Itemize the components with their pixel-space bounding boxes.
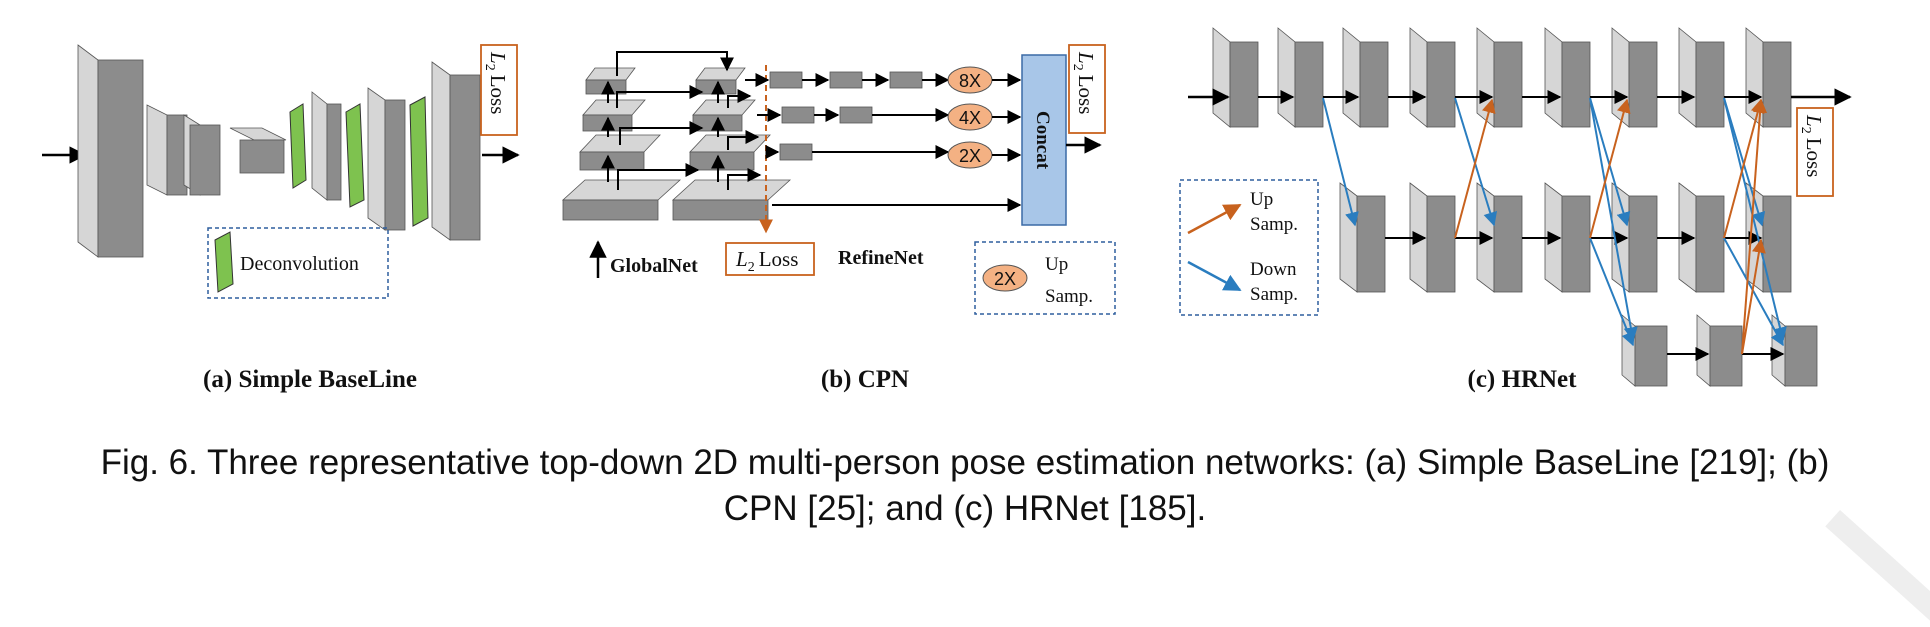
- globalnet-slab: [585, 67, 636, 95]
- refine-block: [829, 71, 863, 89]
- globalnet-slab: [689, 134, 771, 171]
- refinenet-label: RefineNet: [838, 247, 924, 269]
- legend-badge-label: 2X: [994, 269, 1016, 289]
- refine-block: [781, 106, 815, 124]
- panel-a-simple-baseline: L2Loss Deconvolution (a) Simple BaseLine: [42, 44, 520, 393]
- caption-line: Fig. 6. Three representative top-down 2D…: [100, 443, 1830, 482]
- hrnet-block: [1745, 182, 1792, 293]
- legend-label: Up: [1250, 189, 1273, 210]
- hrnet-block: [1339, 182, 1386, 293]
- hrnet-block: [1678, 182, 1725, 293]
- legend-label: Deconvolution: [240, 253, 359, 275]
- downsample-legend-arrow: [1187, 260, 1242, 292]
- legend-box: [1179, 179, 1319, 316]
- legend-label: Samp.: [1250, 214, 1298, 235]
- legend-badge: [982, 264, 1028, 292]
- globalnet-slab: [671, 179, 792, 221]
- hrnet-block: [1409, 27, 1456, 128]
- loss-box: [480, 44, 518, 136]
- hrnet-block: [1342, 27, 1389, 128]
- globalnet-slab: [561, 179, 682, 221]
- skip-arrow: [727, 168, 762, 190]
- legend-label: Samp.: [1250, 284, 1298, 305]
- upsample-badge-label: 8X: [959, 71, 981, 91]
- legend-box: [974, 241, 1116, 315]
- conv-block: [229, 127, 287, 174]
- hrnet-block: [1277, 27, 1324, 128]
- upsample-badge-label: 4X: [959, 108, 981, 128]
- panel-c-hrnet: L2Loss Up Samp. Down Samp. (c) HRNet: [1179, 27, 1852, 393]
- figure-caption: Fig. 6. Three representative top-down 2D…: [0, 440, 1930, 532]
- upsample-arrow: [1741, 98, 1768, 355]
- legend-label: Up: [1045, 254, 1068, 275]
- conv-block: [367, 87, 406, 231]
- upsample-legend-arrow: [1187, 203, 1242, 235]
- loss-label: L2Loss: [1798, 114, 1826, 177]
- downsample-arrow: [1723, 97, 1787, 342]
- panel-caption: (b) CPN: [821, 366, 909, 393]
- deconv-layer: [345, 103, 365, 208]
- hrnet-block: [1544, 27, 1591, 128]
- loss-box: [1796, 107, 1834, 197]
- skip-arrow: [727, 130, 760, 150]
- deconv-legend-swatch: [214, 231, 234, 293]
- upsample-arrow: [1454, 98, 1496, 239]
- conv-block: [431, 61, 481, 241]
- loss-label: L2Loss: [1070, 51, 1098, 114]
- upsample-arrow: [1589, 98, 1631, 239]
- legend-box: [207, 227, 389, 299]
- panel-caption: (a) Simple BaseLine: [203, 366, 417, 393]
- loss-box: [1068, 44, 1106, 134]
- globalnet-slab: [582, 99, 646, 132]
- upsample-badge-label: 2X: [959, 146, 981, 166]
- conv-block: [311, 91, 342, 201]
- refine-block: [779, 143, 813, 161]
- deconv-layer: [409, 96, 429, 227]
- hrnet-block: [1476, 27, 1523, 128]
- skip-arrow: [616, 51, 734, 76]
- skip-arrow: [617, 163, 700, 190]
- hrnet-block: [1611, 27, 1658, 128]
- loss-box: [725, 242, 815, 276]
- figure-canvas: L2Loss Deconvolution (a) Simple BaseLine: [42, 27, 1852, 393]
- downsample-arrow: [1723, 237, 1784, 347]
- conv-block: [183, 114, 221, 196]
- downsample-arrow: [1589, 97, 1638, 342]
- concat-label: Concat: [1032, 111, 1053, 170]
- legend-label: Samp.: [1045, 286, 1093, 307]
- refine-block: [839, 106, 873, 124]
- hrnet-block: [1745, 27, 1792, 128]
- hrnet-block: [1696, 314, 1743, 387]
- conv-block: [77, 44, 144, 258]
- skip-arrow: [727, 89, 752, 108]
- caption-line: CPN [25]; and (c) HRNet [185].: [723, 489, 1207, 528]
- upsample-arrow: [1723, 98, 1765, 239]
- downsample-arrow: [1322, 97, 1359, 227]
- legend-label: Down: [1250, 259, 1297, 280]
- skip-arrow: [616, 85, 704, 108]
- refine-block: [889, 71, 923, 89]
- upsample-arrow: [1741, 238, 1766, 355]
- globalnet-slab: [692, 99, 756, 132]
- downsample-arrow: [1723, 97, 1766, 227]
- refine-block: [769, 71, 803, 89]
- loss-label: L2Loss: [482, 51, 510, 114]
- globalnet-label: GlobalNet: [610, 255, 698, 277]
- downsample-arrow: [1589, 97, 1631, 227]
- hrnet-block: [1621, 314, 1668, 387]
- panel-caption: (c) HRNet: [1468, 366, 1578, 393]
- hrnet-block: [1678, 27, 1725, 128]
- hrnet-block: [1212, 27, 1259, 128]
- skip-arrow: [619, 121, 704, 145]
- deconv-layer: [289, 103, 307, 189]
- concat-block: [1021, 54, 1067, 226]
- downsample-arrow: [1589, 237, 1635, 347]
- globalnet-slab: [695, 67, 746, 95]
- conv-block: [146, 104, 188, 196]
